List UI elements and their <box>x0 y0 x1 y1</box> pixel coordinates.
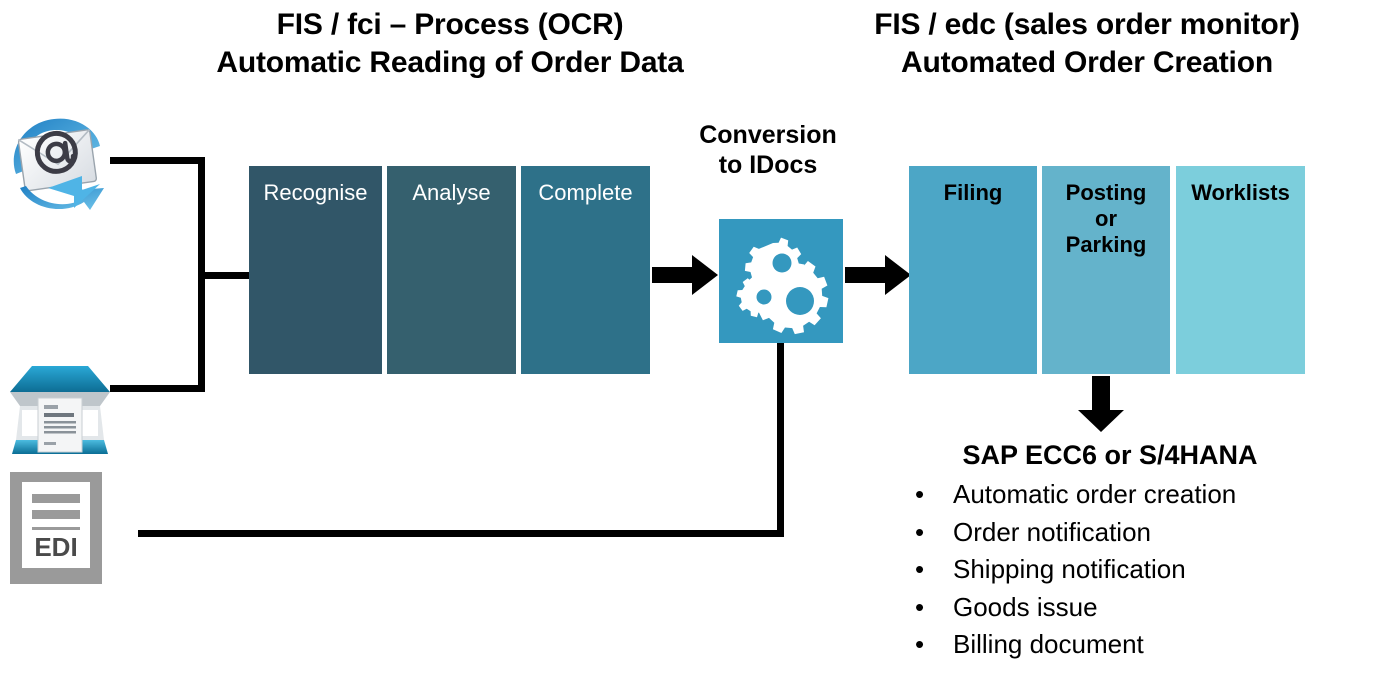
conversion-label-line-2: to IDocs <box>718 151 818 179</box>
edi-label: EDI <box>34 532 77 562</box>
result-box-line: Worklists <box>1191 180 1290 205</box>
list-item-label: Goods issue <box>953 591 1098 622</box>
process-box-label: Recognise <box>263 180 368 205</box>
right-arrow-icon <box>845 253 911 297</box>
conversion-gears-box[interactable] <box>719 219 843 343</box>
list-item-label: Shipping notification <box>953 554 1186 584</box>
list-item-label: Billing document <box>953 629 1144 659</box>
result-box-posting-or-parking[interactable]: Posting or Parking <box>1042 166 1170 374</box>
connector-to-recognise <box>198 272 250 279</box>
bullet-icon: • <box>915 516 925 547</box>
sap-heading: SAP ECC6 or S/4HANA <box>962 440 1258 470</box>
bullet-icon: • <box>915 629 925 659</box>
result-box-worklists[interactable]: Worklists <box>1176 166 1305 374</box>
right-title-line-2: Automated Order Creation <box>901 46 1273 79</box>
gears-icon <box>736 237 829 335</box>
sap-benefits-list: • Automatic order creation • Order notif… <box>915 476 1384 664</box>
list-item-label: Order notification <box>953 516 1151 547</box>
connector-email-horizontal <box>110 157 205 164</box>
list-item: • Order notification <box>915 514 1384 552</box>
process-box-analyse[interactable]: Analyse <box>387 166 516 374</box>
scanner-icon <box>8 362 112 458</box>
conversion-label-line-1: Conversion <box>699 121 837 149</box>
result-box-line: or <box>1095 206 1117 231</box>
list-item: • Shipping notification <box>915 551 1384 589</box>
result-box-line: Filing <box>943 180 1003 205</box>
left-section-title: FIS / fci – Process (OCR) Automatic Read… <box>140 6 760 82</box>
process-box-complete[interactable]: Complete <box>521 166 650 374</box>
list-item: • Goods issue <box>915 589 1384 627</box>
email-envelope-icon <box>8 112 112 218</box>
down-arrow-icon <box>1078 376 1124 432</box>
right-section-title: FIS / edc (sales order monitor) Automate… <box>790 6 1384 82</box>
list-item: • Automatic order creation <box>915 476 1384 514</box>
right-title-line-1: FIS / edc (sales order monitor) <box>874 8 1300 41</box>
process-box-label: Analyse <box>412 180 491 205</box>
result-box-line: Posting <box>1065 180 1147 205</box>
left-title-line-1: FIS / fci – Process (OCR) <box>276 8 624 41</box>
right-arrow-icon <box>652 253 718 297</box>
process-box-label: Complete <box>538 180 633 205</box>
conversion-label: Conversion to IDocs <box>660 120 876 180</box>
connector-scanner-horizontal <box>110 385 205 392</box>
edi-document-icon: EDI <box>8 470 104 586</box>
process-box-recognise[interactable]: Recognise <box>249 166 382 374</box>
connector-edi-horizontal <box>138 530 784 537</box>
list-item-label: Automatic order creation <box>953 479 1237 509</box>
result-box-filing[interactable]: Filing <box>909 166 1037 374</box>
bullet-icon: • <box>915 479 925 509</box>
list-item: • Billing document <box>915 626 1384 664</box>
connector-edi-vertical <box>777 343 784 537</box>
bullet-icon: • <box>915 554 925 584</box>
result-box-line: Parking <box>1065 232 1147 257</box>
bullet-icon: • <box>915 591 925 622</box>
left-title-line-2: Automatic Reading of Order Data <box>216 46 684 79</box>
